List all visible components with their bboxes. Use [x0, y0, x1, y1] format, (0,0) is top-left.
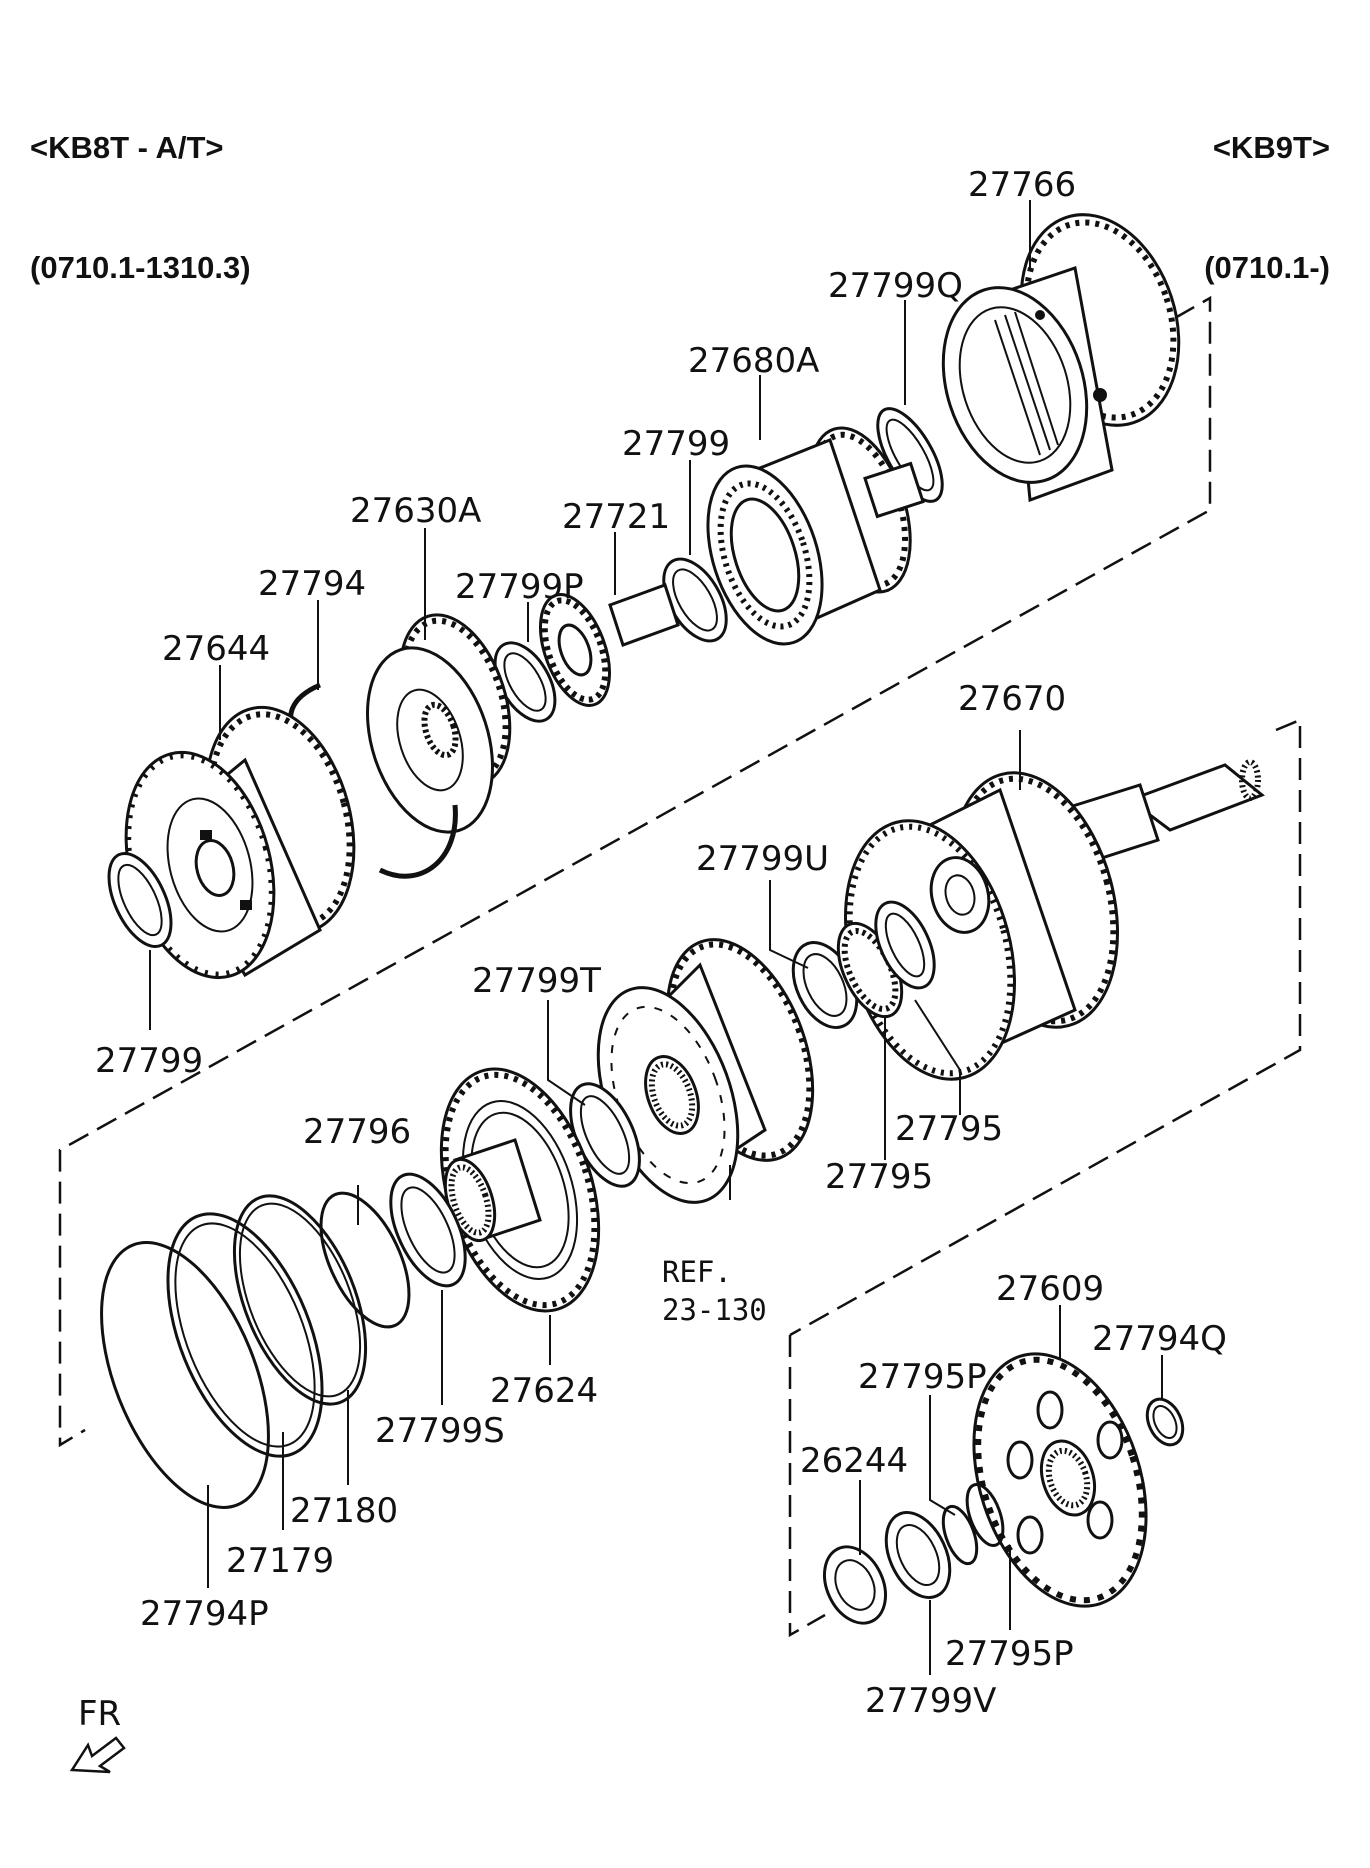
part-27799T-washer: [569, 1082, 641, 1188]
header-left: <KB8T - A/T> (0710.1-1310.3): [30, 48, 251, 368]
callout-27794: 27794: [258, 564, 366, 604]
callout-26244: 26244: [800, 1441, 908, 1481]
part-27794P-snap-ring: [100, 1241, 270, 1509]
reference-label-line1: REF.: [662, 1255, 732, 1289]
part-27644-clutch-drum: [124, 705, 356, 980]
callout-27796: 27796: [303, 1112, 411, 1152]
callout-27799U: 27799U: [696, 839, 829, 879]
part-ref-23-130: [596, 938, 815, 1204]
part-27795P-rings: [941, 1482, 1005, 1566]
direction-label: FR: [78, 1694, 121, 1734]
header-right: <KB9T> (0710.1-): [1204, 48, 1330, 368]
callout-27680A: 27680A: [688, 341, 819, 381]
right-model-label: <KB9T>: [1212, 130, 1330, 165]
part-26244-nut: [823, 1545, 887, 1625]
callout-27799V: 27799V: [865, 1681, 996, 1721]
part-27799V-washer: [884, 1511, 952, 1599]
callout-27795-left: 27795: [825, 1157, 933, 1197]
part-27609-gear: [972, 1352, 1148, 1608]
part-27180-plate: [232, 1194, 368, 1406]
callout-27799Q: 27799Q: [828, 266, 963, 306]
callout-27794Q: 27794Q: [1092, 1319, 1227, 1359]
part-27766-drum: [941, 213, 1181, 503]
callout-27795P-bottom: 27795P: [945, 1634, 1074, 1674]
callout-27799-upper: 27799: [622, 424, 730, 464]
callout-27630A: 27630A: [350, 491, 481, 531]
group-boundaries: [58, 295, 1302, 1638]
callout-27799S: 27799S: [375, 1411, 505, 1451]
callout-labels: 27766 27799Q 27680A 27799 27721 27630A 2…: [78, 165, 1227, 1734]
leader-lines: [149, 200, 1163, 1675]
callout-27644: 27644: [162, 629, 270, 669]
lower-group-boundary: [789, 718, 1302, 1337]
part-27721-sun-gear: [539, 583, 680, 707]
callout-27721: 27721: [562, 497, 670, 537]
callout-27766: 27766: [968, 165, 1076, 205]
part-27795-bearings: [836, 900, 936, 1019]
upper-group-boundary: [58, 295, 1212, 1448]
part-27680A-carrier: [706, 426, 925, 646]
part-27799-washer-left: [107, 851, 173, 949]
reference-label-line2: 23-130: [662, 1293, 767, 1327]
callout-27180: 27180: [290, 1491, 398, 1531]
callout-27179: 27179: [226, 1541, 334, 1581]
part-27794Q-ring: [1145, 1397, 1185, 1447]
callout-27795-right: 27795: [895, 1109, 1003, 1149]
callout-27799P: 27799P: [455, 567, 584, 607]
right-date-range: (0710.1-): [1204, 250, 1330, 285]
callout-27795P-top: 27795P: [858, 1357, 987, 1397]
part-27796-ring: [319, 1191, 411, 1329]
callout-27670: 27670: [958, 679, 1066, 719]
callout-27799T: 27799T: [472, 961, 601, 1001]
part-27630A-plate: [366, 613, 512, 834]
left-model-label: <KB8T - A/T>: [30, 130, 224, 165]
callout-27624: 27624: [490, 1371, 598, 1411]
callout-27609: 27609: [996, 1269, 1104, 1309]
callout-27794P: 27794P: [140, 1594, 269, 1634]
forward-direction-arrow: [69, 1736, 126, 1774]
rear-group-boundary: [788, 1335, 826, 1638]
left-date-range: (0710.1-1310.3): [30, 250, 251, 285]
part-27670-output-drum: [844, 759, 1265, 1081]
part-27799S-washer: [389, 1172, 467, 1288]
callout-27799-left: 27799: [95, 1041, 203, 1081]
part-27179-plate: [166, 1212, 324, 1458]
